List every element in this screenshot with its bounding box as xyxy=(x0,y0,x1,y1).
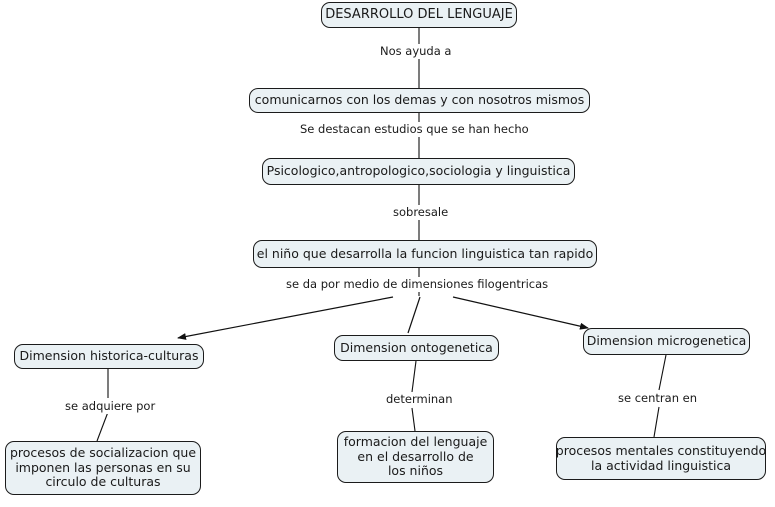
edge-label-determinan: determinan xyxy=(382,392,457,407)
node-disciplinas[interactable]: Psicologico,antropologico,sociologia y l… xyxy=(262,158,575,185)
edge-microgenetica-to-mentales xyxy=(658,354,667,391)
edge-branch-to-ontogenetica xyxy=(407,296,421,334)
node-formacion-lenguaje[interactable]: formacion del lenguaje en el desarrollo … xyxy=(337,431,494,483)
edge-microgenetica-to-mentales-lower xyxy=(653,406,660,438)
edge-branch-to-microgenetica xyxy=(452,296,589,330)
node-procesos-mentales[interactable]: procesos mentales constituyendo la activ… xyxy=(556,437,766,480)
edge-label-se-destacan-estudios: Se destacan estudios que se han hecho xyxy=(296,122,533,137)
edge-label-dimensiones-filogentricas: se da por medio de dimensiones filogentr… xyxy=(282,277,553,292)
node-dimension-ontogenetica[interactable]: Dimension ontogenetica xyxy=(334,335,499,361)
node-comunicarnos[interactable]: comunicarnos con los demas y con nosotro… xyxy=(249,88,590,113)
edge-label-se-centran-en: se centran en xyxy=(614,391,702,406)
edge-ontogenetica-to-formacion xyxy=(411,360,417,393)
edge-branch-to-historica xyxy=(177,296,394,340)
edge-label-sobresale: sobresale xyxy=(389,205,453,220)
node-dimension-historica-culturas[interactable]: Dimension historica-culturas xyxy=(14,344,204,369)
edge-label-nos-ayuda-a: Nos ayuda a xyxy=(376,44,456,59)
node-desarrollo-del-lenguaje[interactable]: DESARROLLO DEL LENGUAJE xyxy=(321,2,517,28)
node-dimension-microgenetica[interactable]: Dimension microgenetica xyxy=(583,328,750,355)
edge-label-se-adquiere-por: se adquiere por xyxy=(61,399,160,414)
node-procesos-socializacion[interactable]: procesos de socializacion que imponen la… xyxy=(5,441,201,495)
node-nino-funcion-linguistica[interactable]: el niño que desarrolla la funcion lingui… xyxy=(253,240,597,268)
edge-historica-to-socializacion-lower xyxy=(96,411,109,442)
edge-ontogenetica-to-formacion-lower xyxy=(411,407,416,432)
